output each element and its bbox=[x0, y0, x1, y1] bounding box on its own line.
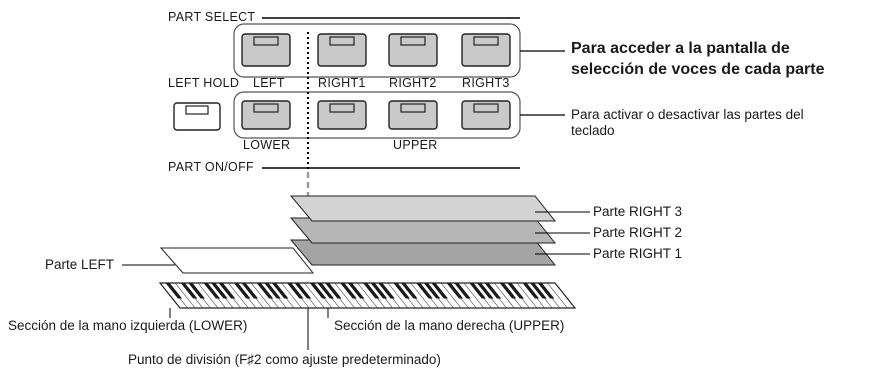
black-key bbox=[317, 283, 335, 299]
black-key bbox=[309, 283, 327, 299]
white-key-divider bbox=[357, 282, 378, 309]
keyboard bbox=[158, 282, 577, 309]
black-key bbox=[165, 283, 183, 299]
black-key bbox=[378, 283, 395, 299]
black-key bbox=[203, 283, 221, 299]
onoff-button-right3[interactable] bbox=[461, 100, 511, 130]
black-key bbox=[287, 283, 304, 299]
black-key bbox=[423, 283, 441, 299]
black-key bbox=[400, 283, 418, 299]
white-key-divider bbox=[463, 282, 485, 309]
select-callout-line2: selección de voces de cada parte bbox=[571, 61, 825, 78]
black-key bbox=[347, 283, 365, 299]
layer-left-label: Parte LEFT bbox=[45, 257, 115, 272]
white-key-divider bbox=[547, 282, 568, 309]
black-key bbox=[233, 283, 251, 299]
black-key bbox=[241, 283, 259, 299]
black-key bbox=[188, 283, 205, 299]
black-key bbox=[264, 283, 281, 299]
layer-right3-label: Parte RIGHT 3 bbox=[593, 204, 683, 219]
onoff-callout-line2: teclado bbox=[571, 123, 615, 138]
black-key bbox=[530, 283, 547, 299]
onoff-button-left[interactable] bbox=[241, 100, 291, 130]
layer-right2-label: Parte RIGHT 2 bbox=[593, 225, 683, 240]
white-key-divider bbox=[250, 282, 272, 309]
lower-label: LOWER bbox=[243, 138, 291, 152]
black-key bbox=[499, 283, 517, 299]
black-key bbox=[271, 283, 289, 299]
black-key bbox=[484, 283, 502, 299]
black-key bbox=[431, 283, 448, 299]
right-section-label: Sección de la mano derecha (UPPER) bbox=[334, 318, 565, 333]
layer-right1 bbox=[289, 239, 557, 266]
black-key bbox=[469, 283, 486, 299]
white-key-divider bbox=[304, 282, 325, 309]
white-key-divider bbox=[197, 282, 219, 309]
white-key-divider bbox=[334, 282, 355, 309]
white-key-divider bbox=[174, 282, 196, 309]
black-key bbox=[370, 283, 388, 299]
white-key-divider bbox=[493, 282, 515, 309]
white-key-divider bbox=[387, 282, 409, 309]
select-callout-line1: Para acceder a la pantalla de bbox=[571, 40, 790, 57]
black-key bbox=[507, 283, 524, 299]
button-label-right2: RIGHT2 bbox=[389, 76, 437, 90]
left-section-label: Sección de la mano izquierda (LOWER) bbox=[8, 318, 248, 333]
select-button-right2[interactable] bbox=[388, 33, 438, 67]
black-key bbox=[363, 283, 380, 299]
black-key bbox=[256, 283, 274, 299]
white-key-divider bbox=[440, 282, 462, 309]
white-key-divider bbox=[281, 282, 302, 309]
black-key bbox=[294, 283, 312, 299]
split-point-label: Punto de división (F♯2 como ajuste prede… bbox=[128, 352, 441, 367]
button-label-right3: RIGHT3 bbox=[462, 76, 510, 90]
select-button-right1[interactable] bbox=[317, 33, 367, 67]
black-key bbox=[180, 283, 198, 299]
black-key bbox=[446, 283, 464, 299]
black-key bbox=[537, 283, 555, 299]
black-key bbox=[393, 283, 410, 299]
black-key bbox=[522, 283, 540, 299]
black-key bbox=[454, 283, 471, 299]
button-label-left: LEFT bbox=[253, 76, 285, 90]
layer-right2 bbox=[289, 217, 557, 244]
onoff-callout-line1: Para activar o desactivar las partes del bbox=[571, 107, 804, 122]
black-key bbox=[211, 283, 228, 299]
white-key-divider bbox=[228, 282, 249, 309]
part-onoff-label: PART ON/OFF bbox=[168, 160, 254, 174]
keyboard-keys bbox=[165, 282, 568, 309]
layer-right1-label: Parte RIGHT 1 bbox=[593, 246, 683, 261]
left-hold-label: LEFT HOLD bbox=[168, 76, 240, 90]
button-label-right1: RIGHT1 bbox=[318, 76, 366, 90]
select-button-left[interactable] bbox=[241, 33, 291, 67]
upper-label: UPPER bbox=[393, 138, 438, 152]
part-select-label: PART SELECT bbox=[168, 10, 256, 24]
white-key-divider bbox=[410, 282, 431, 309]
onoff-button-right2[interactable] bbox=[388, 100, 438, 130]
layer-left bbox=[159, 247, 315, 274]
black-key bbox=[340, 283, 357, 299]
onoff-button-right1[interactable] bbox=[317, 100, 367, 130]
left-hold-button[interactable] bbox=[173, 102, 221, 131]
layer-right3 bbox=[289, 195, 557, 222]
black-key bbox=[218, 283, 236, 299]
black-key bbox=[416, 283, 433, 299]
black-key bbox=[476, 283, 494, 299]
select-button-right3[interactable] bbox=[461, 33, 511, 67]
black-key bbox=[325, 283, 342, 299]
white-key-divider bbox=[516, 282, 538, 309]
